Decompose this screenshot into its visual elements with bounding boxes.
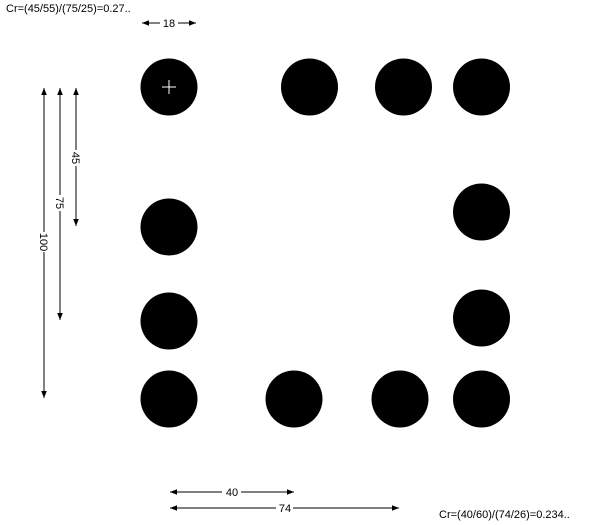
dot-top-right — [453, 58, 510, 116]
dot-top-3 — [375, 58, 432, 116]
dimension-horizontal-outer: 74 — [170, 503, 399, 515]
dimension-vertical-outer: 100 — [37, 88, 49, 398]
dot-left-2 — [140, 292, 198, 350]
dot-right-1 — [453, 183, 510, 241]
dimension-vertical-middle: 75 — [53, 88, 65, 320]
dimension-label-74: 74 — [279, 503, 291, 515]
dimension-label-45: 45 — [69, 152, 81, 164]
dot-array — [140, 58, 510, 428]
dimension-label-100: 100 — [37, 233, 49, 251]
fixation-cross-icon — [162, 80, 176, 94]
dot-bottom-right — [453, 370, 510, 428]
dot-bottom-left — [140, 370, 198, 428]
dot-left-1 — [140, 198, 198, 256]
dimension-label-75: 75 — [53, 197, 65, 209]
top-cr-formula: Cr=(45/55)/(75/25)=0.27.. — [6, 3, 131, 15]
dimension-horizontal-inner: 40 — [170, 487, 294, 499]
dimension-vertical-inner: 45 — [69, 88, 81, 226]
dot-right-2 — [453, 289, 510, 347]
bottom-cr-formula: Cr=(40/60)/(74/26)=0.234.. — [439, 509, 570, 521]
dot-bottom-3 — [371, 370, 429, 428]
dimension-dot-diameter: 18 — [142, 18, 196, 30]
dimension-label-18: 18 — [163, 18, 175, 30]
dot-top-2 — [281, 58, 338, 116]
dot-bottom-2 — [265, 370, 323, 428]
dimension-label-40: 40 — [226, 487, 238, 499]
